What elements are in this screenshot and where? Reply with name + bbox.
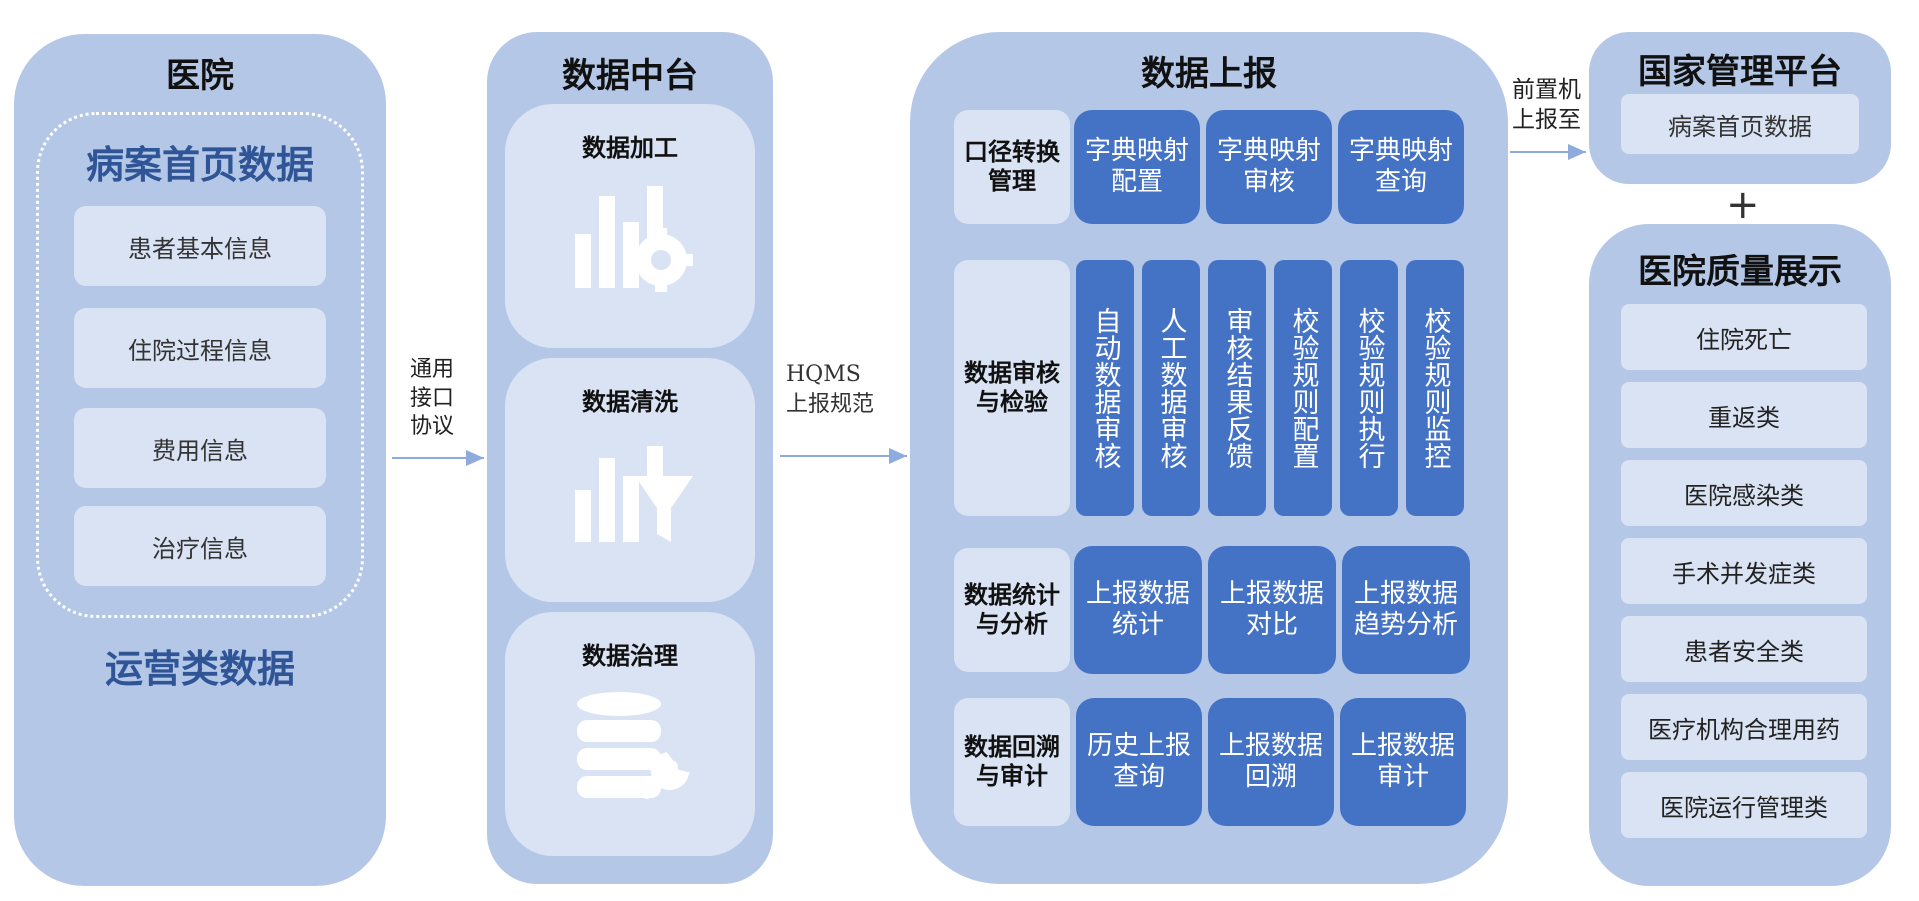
hospital-item: 住院过程信息 — [74, 308, 326, 388]
data-platform-title: 数据中台 — [562, 56, 698, 96]
database-wrench-icon — [577, 692, 690, 799]
quality-item: 患者安全类 — [1621, 616, 1867, 682]
connector-line: 前置机 — [1512, 77, 1581, 103]
card-title: 数据治理 — [582, 642, 678, 670]
function-box: 字典映射查询 — [1338, 110, 1464, 224]
plus-icon: + — [1726, 182, 1760, 228]
card-title: 数据加工 — [582, 134, 678, 162]
connector-label-frontend: 前置机 上报至 — [1512, 76, 1581, 136]
function-box: 上报数据对比 — [1208, 546, 1336, 674]
connector-line: 通用 — [410, 357, 455, 382]
data-processing-card: 数据加工 — [505, 104, 755, 348]
data-cleaning-card: 数据清洗 — [505, 358, 755, 602]
function-box: 历史上报查询 — [1076, 698, 1202, 826]
row-label-caliber-conversion: 口径转换管理 — [954, 110, 1070, 224]
quality-display-title: 医院质量展示 — [1638, 252, 1842, 292]
medical-record-group-title: 病案首页数据 — [85, 143, 314, 187]
quality-item: 医院运行管理类 — [1621, 772, 1867, 838]
function-box: 上报数据回溯 — [1208, 698, 1334, 826]
card-title: 数据清洗 — [582, 388, 678, 416]
connector-line: 上报至 — [1512, 106, 1581, 133]
row-label-traceback: 数据回溯与审计 — [954, 698, 1070, 826]
function-box: 审核结果反馈 — [1208, 260, 1266, 516]
function-box: 字典映射配置 — [1074, 110, 1200, 224]
operations-data-title: 运营类数据 — [104, 647, 295, 691]
function-box: 自动数据审核 — [1076, 260, 1134, 516]
data-report-title: 数据上报 — [1141, 54, 1277, 94]
medical-record-group — [36, 112, 364, 618]
quality-item: 住院死亡 — [1621, 304, 1867, 370]
quality-item: 医院感染类 — [1621, 460, 1867, 526]
function-box: 上报数据统计 — [1074, 546, 1202, 674]
data-platform-panel: 数据中台 数据加工 数据清洗 数据治理 — [487, 32, 773, 884]
function-box: 上报数据审计 — [1340, 698, 1466, 826]
quality-item: 医疗机构合理用药 — [1621, 694, 1867, 760]
connector-label-hqms: HQMS 上报规范 — [786, 360, 874, 419]
hospital-item: 患者基本信息 — [74, 206, 326, 286]
quality-item: 手术并发症类 — [1621, 538, 1867, 604]
hospital-item: 费用信息 — [74, 408, 326, 488]
data-report-panel: 数据上报 口径转换管理 字典映射配置 字典映射审核 字典映射查询 数据审核与检验… — [910, 32, 1508, 884]
row-label-data-audit: 数据审核与检验 — [954, 260, 1070, 516]
function-box: 人工数据审核 — [1142, 260, 1200, 516]
hospital-title: 医院 — [166, 56, 234, 96]
connector-line: 协议 — [410, 414, 455, 440]
hospital-item: 治疗信息 — [74, 506, 326, 586]
function-box: 字典映射审核 — [1206, 110, 1332, 224]
row-label-statistics: 数据统计与分析 — [954, 548, 1070, 672]
quality-item: 重返类 — [1621, 382, 1867, 448]
hospital-panel: 医院 病案首页数据 患者基本信息 住院过程信息 费用信息 治疗信息 运营类数据 — [14, 34, 386, 886]
connector-label-interface: 通用 接口 协议 — [410, 356, 454, 442]
national-platform-panel: 国家管理平台 病案首页数据 — [1589, 32, 1891, 184]
quality-display-panel: 医院质量展示 住院死亡 重返类 医院感染类 手术并发症类 患者安全类 医疗机构合… — [1589, 224, 1891, 886]
bar-chart-gear-icon — [575, 186, 693, 292]
function-box: 上报数据趋势分析 — [1342, 546, 1470, 674]
function-box: 校验规则监控 — [1406, 260, 1464, 516]
bar-chart-filter-icon — [575, 446, 693, 542]
national-item: 病案首页数据 — [1621, 94, 1859, 154]
connector-line: HQMS — [786, 362, 861, 387]
connector-line: 接口 — [410, 385, 455, 411]
function-box: 校验规则执行 — [1340, 260, 1398, 516]
function-box: 校验规则配置 — [1274, 260, 1332, 516]
connector-line: 上报规范 — [786, 391, 875, 417]
data-governance-card: 数据治理 — [505, 612, 755, 856]
national-platform-title: 国家管理平台 — [1638, 52, 1842, 92]
